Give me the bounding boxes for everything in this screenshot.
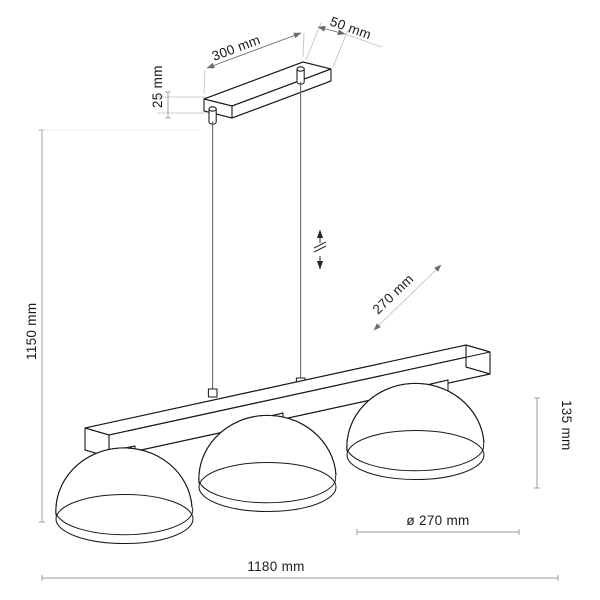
adjustable-height-icon <box>313 229 327 270</box>
label-canopy-depth: 50 mm <box>328 14 373 43</box>
label-canopy-length: 300 mm <box>210 32 263 64</box>
dimension-shade-height: 135 mm <box>533 397 574 489</box>
ceiling-canopy <box>203 61 332 119</box>
label-total-height: 1150 mm <box>24 303 39 360</box>
label-bar-length: 1180 mm <box>247 559 304 574</box>
dimension-canopy-depth: 50 mm <box>305 14 383 68</box>
lamp-geometry <box>55 61 491 545</box>
lamp-shade-left <box>55 447 194 545</box>
label-shade-height: 135 mm <box>559 400 574 451</box>
dimension-shade-diameter-leader: 270 mm <box>370 264 442 331</box>
label-canopy-height: 25 mm <box>150 65 165 108</box>
lamp-shade-middle <box>198 414 337 513</box>
dimension-canopy-height: 25 mm <box>150 65 206 119</box>
dimension-bar-length: 1180 mm <box>41 559 559 582</box>
label-shade-diameter: ø 270 mm <box>406 513 469 528</box>
lamp-shade-right <box>346 382 485 481</box>
bar-cord-socket-left <box>207 388 218 398</box>
label-shade-diameter-leader: 270 mm <box>370 271 417 317</box>
dimension-shade-diameter: ø 270 mm <box>356 513 520 536</box>
dimension-total-height: 1150 mm <box>24 129 200 523</box>
